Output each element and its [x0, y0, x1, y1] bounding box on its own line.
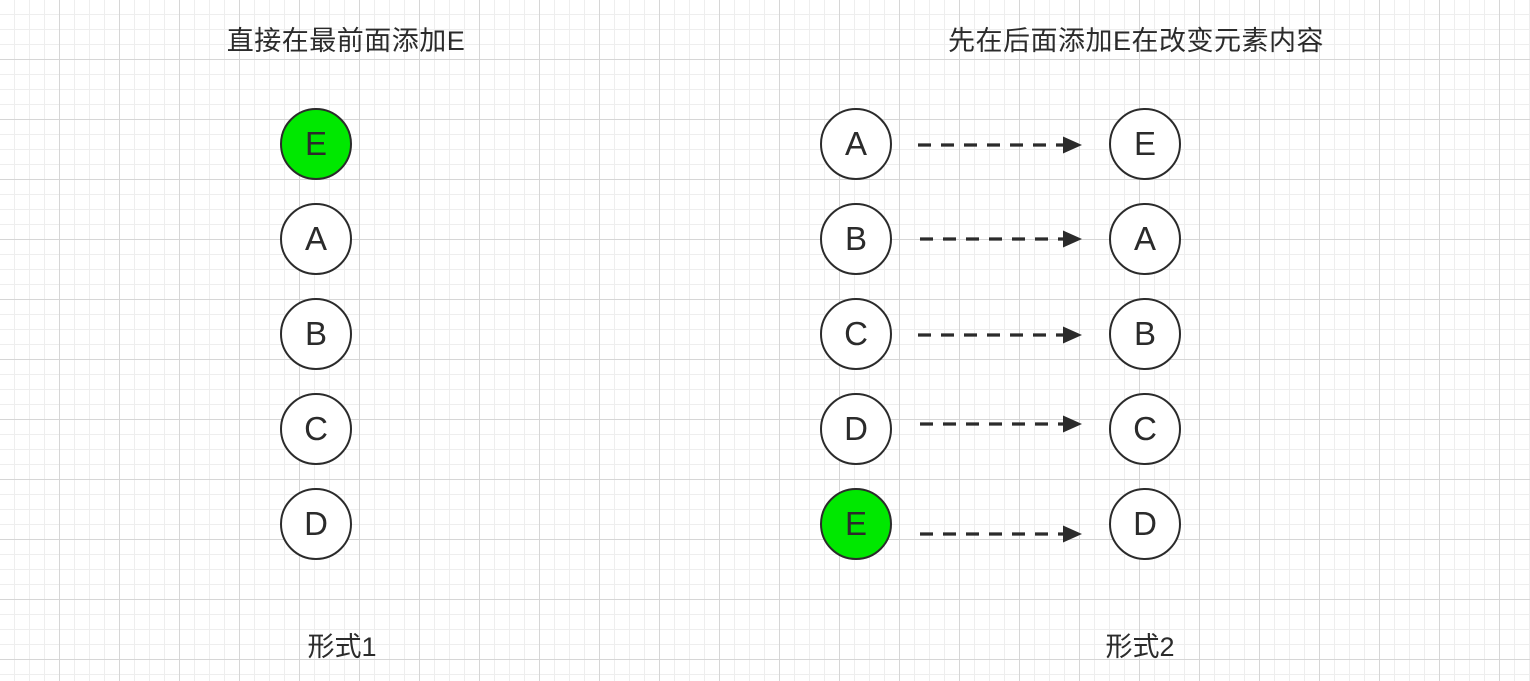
node-left-4[interactable]: D — [280, 488, 352, 560]
node-right-source-0[interactable]: A — [820, 108, 892, 180]
node-right-source-4[interactable]: E — [820, 488, 892, 560]
arrow-head — [1063, 525, 1082, 543]
node-label: B — [1133, 314, 1156, 352]
node-right-source-1[interactable]: B — [820, 203, 892, 275]
panel-left-title: 直接在最前面添加E — [226, 26, 466, 56]
node-label: B — [844, 219, 867, 257]
panel-left-footer-label: 形式1 — [307, 632, 377, 662]
arrow-D-to-C — [920, 415, 1082, 433]
node-left-0[interactable]: E — [280, 108, 352, 180]
node-left-2[interactable]: B — [280, 298, 352, 370]
node-label: E — [844, 504, 867, 542]
node-label: C — [844, 314, 868, 352]
node-label: B — [304, 314, 327, 352]
node-right-target-2[interactable]: B — [1109, 298, 1181, 370]
arrow-head — [1063, 136, 1082, 154]
panel-right-title: 先在后面添加E在改变元素内容 — [947, 26, 1324, 56]
arrow-head — [1063, 230, 1082, 248]
node-label: E — [1133, 124, 1156, 162]
arrow-B-to-A — [920, 230, 1082, 248]
node-label: D — [304, 504, 328, 542]
panel-right-footer-label: 形式2 — [1105, 632, 1175, 662]
node-label: E — [304, 124, 327, 162]
node-right-source-3[interactable]: D — [820, 393, 892, 465]
node-label: A — [844, 124, 867, 162]
arrow-head — [1063, 326, 1082, 344]
node-label: C — [304, 409, 328, 447]
node-right-target-0[interactable]: E — [1109, 108, 1181, 180]
node-right-target-4[interactable]: D — [1109, 488, 1181, 560]
node-right-target-1[interactable]: A — [1109, 203, 1181, 275]
node-left-3[interactable]: C — [280, 393, 352, 465]
panel-form-2: 先在后面添加E在改变元素内容 A B C D E E A B C D 形式2 — [760, 0, 1530, 681]
node-label: C — [1133, 409, 1157, 447]
node-right-target-3[interactable]: C — [1109, 393, 1181, 465]
arrow-E-to-D — [920, 525, 1082, 543]
arrow-C-to-B — [918, 326, 1082, 344]
node-label: D — [1133, 504, 1157, 542]
node-label: A — [1133, 219, 1156, 257]
panel-form-1: 直接在最前面添加E E A B C D 形式1 — [60, 0, 760, 681]
arrow-head — [1063, 415, 1082, 433]
node-label: A — [304, 219, 327, 257]
node-right-source-2[interactable]: C — [820, 298, 892, 370]
node-label: D — [844, 409, 868, 447]
arrow-A-to-E — [918, 136, 1082, 154]
node-left-1[interactable]: A — [280, 203, 352, 275]
